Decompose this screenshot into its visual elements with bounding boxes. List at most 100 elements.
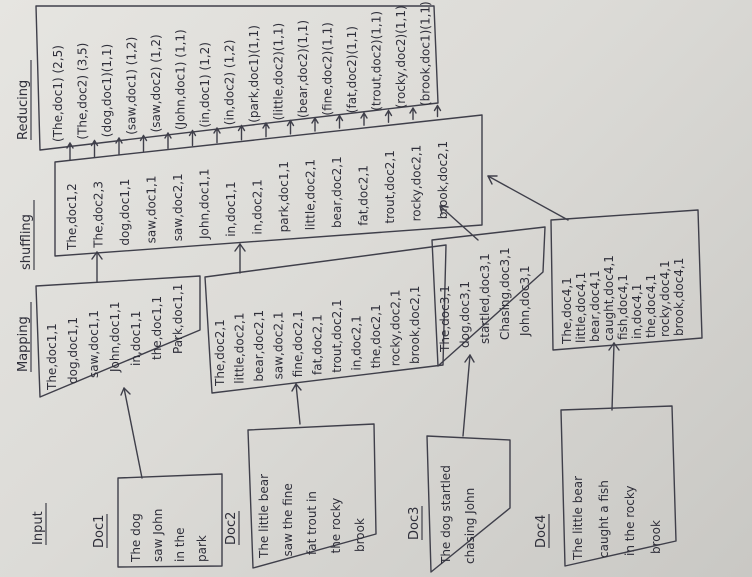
arrow-doc1-map1: [123, 387, 143, 479]
map3-line-5: John,doc3,1: [518, 265, 532, 337]
doc4-line-1: The little bear: [571, 476, 585, 561]
reduce-line-14: (trout,doc2)(1,1): [370, 11, 384, 111]
arrowhead-doc2: [291, 383, 302, 392]
reduce-line-7: (in,doc1) (1,2): [198, 42, 212, 128]
reducing-box: (The,doc1) (2,5) (The,doc2) (3,5) (dog,doc…: [35, 1, 439, 151]
shuffling-to-reducing-arrows: [66, 104, 442, 161]
reduce-line-8: (in,doc2) (1,2): [223, 40, 237, 126]
stage-header-input: Input: [31, 511, 46, 545]
arrow-doc4-map4: [611, 342, 615, 411]
shuffle-line-6: John,doc1,1: [198, 168, 212, 240]
arrow-reduce-11: [311, 117, 319, 132]
arrow-reduce-3: [115, 137, 123, 155]
arrow-reduce-6: [188, 129, 197, 147]
map1-line-3: saw,doc1,1: [87, 310, 101, 378]
map4-line-5: fish,doc4,1: [616, 274, 630, 340]
arrowhead-doc1: [120, 387, 131, 396]
map4-line-1: The,doc4,1: [560, 277, 574, 345]
map2-line-6: fat,doc2,1: [311, 314, 325, 375]
doc1-line-4: park: [195, 535, 209, 562]
doc1-line-1: The dog: [129, 513, 143, 563]
doc2-line-5: brook: [353, 518, 367, 552]
map4-line-8: rocky,doc4,1: [658, 260, 672, 337]
doc4-line-4: brook: [649, 520, 663, 554]
map4-line-6: in,doc4,1: [630, 284, 644, 339]
shuffle-line-2: The,doc2,3: [92, 181, 106, 249]
arrow-reduce-5: [164, 132, 172, 150]
doc1-line-3: in the: [173, 528, 187, 562]
arrow-reduce-2: [90, 139, 99, 158]
reduce-line-2: (The,doc2) (3,5): [76, 43, 90, 140]
shuffle-line-12: fat,doc2,1: [357, 165, 371, 226]
map1-line-5: in,doc1,1: [129, 311, 143, 366]
doc3-line-1: The dog startled: [439, 465, 453, 565]
map3-line-4: Chasing,doc3,1: [498, 247, 512, 340]
map4-line-3: bear,doc4,1: [588, 270, 602, 342]
reduce-line-5: (saw,doc2) (1,2): [149, 34, 163, 132]
shuffle-line-13: trout,doc2,1: [383, 150, 397, 223]
doc4-box: The little bear caught a fish in the rocky…: [560, 405, 677, 567]
mapping-box-3: The,doc3,1 dog,doc3,1 startled,doc3,1 Chasi…: [431, 226, 546, 367]
input-to-mapping-arrows: [120, 342, 620, 479]
map2-line-7: trout,doc2,1: [330, 299, 344, 372]
map2-line-8: in,doc2,1: [350, 315, 364, 370]
reduce-line-4: (saw,doc1) (1,2): [125, 37, 139, 135]
shuffle-line-9: park,doc1,1: [277, 161, 291, 232]
doc3-label: Doc3: [407, 507, 422, 540]
map4-line-2: little,doc4,1: [574, 272, 588, 343]
arrow-map4-shuffle: [487, 175, 569, 221]
reduce-line-10: (little,doc2)(1,1): [272, 23, 286, 121]
doc1-box: The dog saw John in the park: [117, 473, 223, 568]
doc1-line-2: saw John: [151, 509, 165, 562]
map2-line-3: bear,doc2,1: [252, 310, 266, 382]
shuffle-line-14: rocky,doc2,1: [410, 145, 424, 222]
doc1-label: Doc1: [92, 515, 107, 548]
shuffle-line-1: The,doc1,2: [65, 183, 79, 251]
shuffle-line-5: saw,doc2,1: [171, 173, 185, 241]
shuffle-line-3: dog,doc1,1: [118, 179, 132, 246]
reduce-line-3: (dog,doc1)(1,1): [100, 44, 114, 137]
doc4-line-3: in the rocky: [623, 486, 637, 557]
arrow-reduce-13: [360, 112, 368, 126]
map3-line-2: dog,doc3,1: [458, 281, 472, 348]
map3-line-3: startled,doc3,1: [478, 253, 492, 344]
stage-header-reducing: Reducing: [16, 80, 31, 140]
reduce-line-12: (fine,doc2)(1,1): [321, 22, 335, 115]
arrowhead-doc4: [608, 342, 620, 351]
stage-header-mapping: Mapping: [16, 316, 31, 372]
arrowhead-doc3: [464, 354, 475, 363]
map1-line-2: dog,doc1,1: [66, 317, 80, 384]
doc4-line-2: caught a fish: [597, 480, 611, 558]
reduce-line-11: (bear,doc2)(1,1): [296, 20, 310, 118]
doc2-line-3: fat trout in: [305, 491, 319, 555]
reduce-line-15: (rocky,doc2)(1,1): [394, 5, 408, 108]
arrow-reduce-8: [237, 124, 246, 141]
doc2-line-2: saw the fine: [281, 483, 295, 556]
reduce-line-9: (park,doc1)(1,1): [247, 25, 261, 123]
arrow-doc3-map3: [462, 354, 471, 437]
reduce-line-6: (John,doc1) (1,1): [174, 29, 188, 130]
shuffle-line-4: saw,doc1,1: [145, 176, 159, 244]
map1-line-4: John,doc1,1: [108, 301, 122, 373]
map3-line-1: The,doc3,1: [438, 285, 452, 353]
reduce-line-13: (fat,doc2)(1,1): [345, 26, 359, 113]
shuffle-line-11: bear,doc2,1: [330, 156, 344, 228]
map4-line-4: caught,doc4,1: [602, 255, 616, 341]
map1-line-6: the,doc1,1: [150, 296, 164, 360]
map2-line-10: rocky,doc2,1: [389, 290, 403, 367]
map2-line-2: little,doc2,1: [233, 313, 247, 384]
mapping-to-shuffling-arrows: [91, 175, 569, 283]
shuffle-line-15: brook,doc2,1: [436, 141, 450, 219]
doc2-line-1: The little bear: [257, 474, 271, 559]
arrow-reduce-7: [213, 127, 221, 144]
arrowhead-map3: [439, 205, 449, 215]
map2-line-11: brook,doc2,1: [408, 286, 422, 364]
reduce-line-1: (The,doc1) (2,5): [51, 45, 65, 142]
doc2-label: Doc2: [224, 512, 239, 545]
